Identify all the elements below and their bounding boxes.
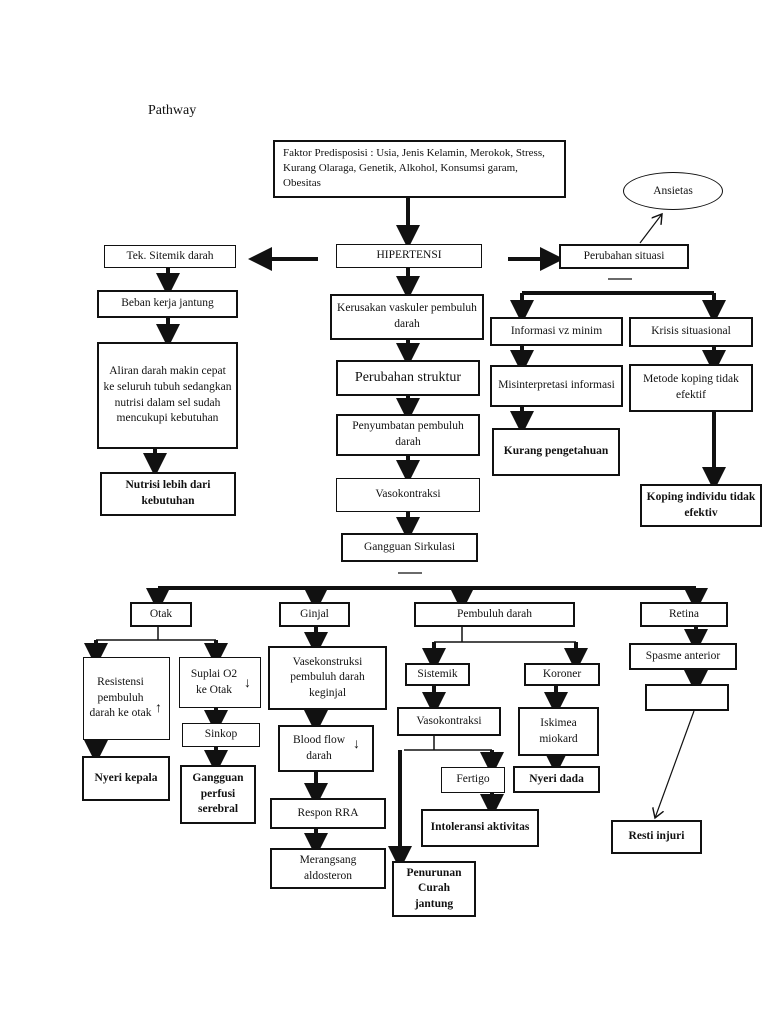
node-vasokontraksi-main: Vasokontraksi <box>336 478 480 512</box>
node-vasokontraksi-sistemik: Vasokontraksi <box>397 707 501 736</box>
node-retina-blank <box>645 684 729 711</box>
node-perubahan-situasi: Perubahan situasi <box>559 244 689 269</box>
node-hipertensi: HIPERTENSI <box>336 244 482 268</box>
node-suplai-o2-text: Suplai O2 ke Otak <box>190 667 238 696</box>
node-beban-kerja: Beban kerja jantung <box>97 290 238 318</box>
node-respon-rra: Respon RRA <box>270 798 386 829</box>
node-gangguan-sirkulasi: Gangguan Sirkulasi <box>341 533 478 562</box>
node-sinkop: Sinkop <box>182 723 260 747</box>
arrow-situasi-ansietas <box>639 214 662 244</box>
node-penurunan-curah: Penurunan Curah jantung <box>392 861 476 917</box>
page-title: Pathway <box>148 103 197 118</box>
node-blood-flow: Blood flow darah <box>278 725 374 772</box>
node-blood-flow-text: Blood flow darah <box>292 733 346 762</box>
node-merangsang-aldosteron: Merangsang aldosteron <box>270 848 386 889</box>
node-sistemik: Sistemik <box>405 663 470 686</box>
node-koroner: Koroner <box>524 663 600 686</box>
node-ginjal: Ginjal <box>279 602 350 627</box>
node-resti-injuri: Resti injuri <box>611 820 702 854</box>
node-pembuluh-darah: Pembuluh darah <box>414 602 575 627</box>
node-kerusakan-vaskuler: Kerusakan vaskuler pembuluh darah <box>330 294 484 340</box>
node-metode-koping: Metode koping tidak efektif <box>629 364 753 412</box>
node-tek-sistemik: Tek. Sitemik darah <box>104 245 236 268</box>
node-iskimea-miokard: Iskimea miokard <box>518 707 599 756</box>
node-resistensi: Resistensi pembuluh darah ke otak <box>83 657 170 740</box>
node-nyeri-kepala: Nyeri kepala <box>82 756 170 801</box>
node-suplai-o2: Suplai O2 ke Otak <box>179 657 261 708</box>
node-nutrisi-lebih: Nutrisi lebih dari kebutuhan <box>100 472 236 516</box>
node-krisis-situasional: Krisis situasional <box>629 317 753 347</box>
node-intoleransi-aktivitas: Intoleransi aktivitas <box>421 809 539 847</box>
node-faktor-predisposisi: Faktor Predisposisi : Usia, Jenis Kelami… <box>273 140 566 198</box>
node-spasme-anterior: Spasme anterior <box>629 643 737 670</box>
arrow-down-icon: ↓ <box>244 676 251 691</box>
arrow-down-icon: ↓ <box>353 737 360 752</box>
node-ansietas: Ansietas <box>623 172 723 210</box>
node-misinterpretasi: Misinterpretasi informasi <box>490 365 623 407</box>
node-penyumbatan: Penyumbatan pembuluh darah <box>336 414 480 456</box>
arrow-up-icon: ↑ <box>155 701 162 716</box>
node-kurang-pengetahuan: Kurang pengetahuan <box>492 428 620 476</box>
node-retina: Retina <box>640 602 728 627</box>
node-vasekonstruksi-ginjal: Vasekonstruksi pembuluh darah keginjal <box>268 646 387 710</box>
node-nyeri-dada: Nyeri dada <box>513 766 600 793</box>
node-otak: Otak <box>130 602 192 627</box>
node-resistensi-text: Resistensi pembuluh darah ke otak <box>89 676 152 720</box>
node-gangguan-perfusi: Gangguan perfusi serebral <box>180 765 256 824</box>
node-informasi-minim: Informasi vz minim <box>490 317 623 346</box>
node-perubahan-struktur: Perubahan struktur <box>336 360 480 396</box>
node-aliran-darah: Aliran darah makin cepat ke seluruh tubu… <box>97 342 238 449</box>
node-koping-individu: Koping individu tidak efektiv <box>640 484 762 527</box>
node-fertigo: Fertigo <box>441 767 505 793</box>
arrow-blank-resti <box>655 710 695 818</box>
